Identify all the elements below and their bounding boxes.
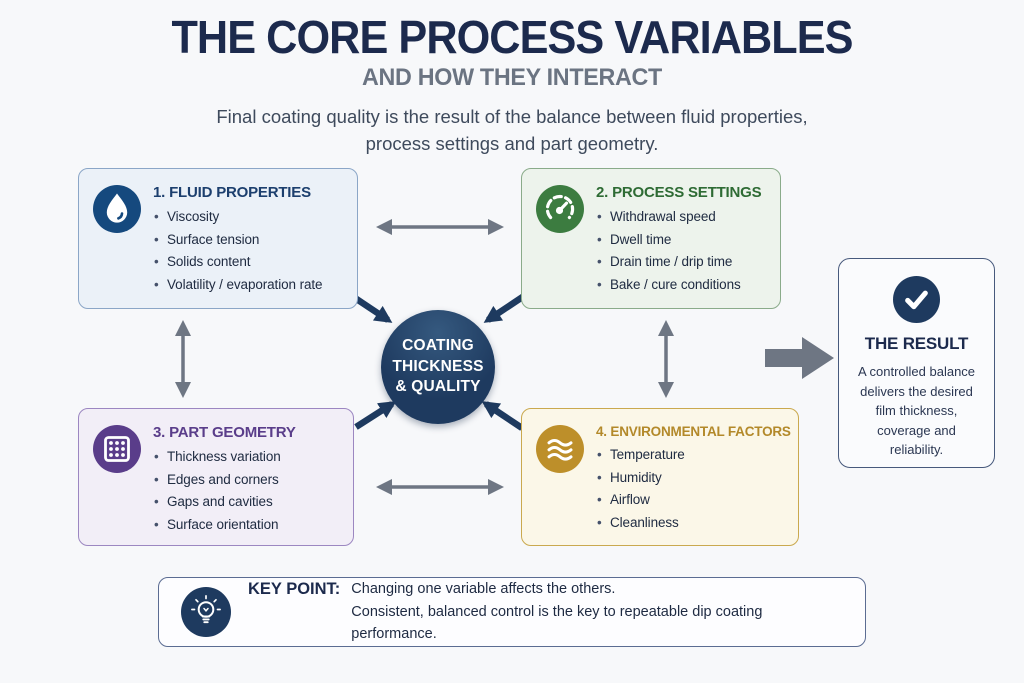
- arrow-process-to-center: [483, 293, 526, 323]
- key-point-line-2: Consistent, balanced control is the key …: [351, 603, 763, 643]
- key-point-text: Changing one variable affects the others…: [351, 578, 849, 646]
- list-item: Solids content: [153, 254, 322, 269]
- list-item: Cleanliness: [596, 515, 791, 530]
- key-point-banner: KEY POINT: Changing one variable affects…: [158, 577, 866, 647]
- list-item: Thickness variation: [153, 449, 296, 464]
- result-body: A controlled balance delivers the desire…: [857, 364, 976, 457]
- list-item: Airflow: [596, 492, 791, 507]
- key-point-label: KEY POINT:: [248, 580, 341, 599]
- list-item: Viscosity: [153, 209, 322, 224]
- list-item: Withdrawal speed: [596, 209, 761, 224]
- part-geometry-title: 3. PART GEOMETRY: [153, 424, 296, 441]
- fluid-properties-box: 1. FLUID PROPERTIES Viscosity Surface te…: [78, 168, 358, 309]
- list-item: Temperature: [596, 447, 791, 462]
- grid-square-icon: [93, 425, 141, 473]
- waves-icon: [536, 425, 584, 473]
- arrow-to-result: [765, 337, 834, 379]
- list-item: Surface tension: [153, 232, 322, 247]
- process-settings-list: Withdrawal speed Dwell time Drain time /…: [596, 209, 761, 292]
- part-geometry-box: 3. PART GEOMETRY Thickness variation Edg…: [78, 408, 354, 546]
- list-item: Edges and corners: [153, 472, 296, 487]
- lightbulb-icon: [181, 587, 231, 637]
- center-node-line: THICKNESS: [392, 357, 484, 375]
- arrow-geometry-to-center: [354, 401, 397, 430]
- center-node-line: & QUALITY: [395, 378, 481, 396]
- arrow-env-to-center: [481, 401, 524, 431]
- result-title: THE RESULT: [864, 334, 969, 353]
- list-item: Drain time / drip time: [596, 254, 761, 269]
- check-icon: [893, 276, 940, 323]
- process-settings-box: 2. PROCESS SETTINGS Withdrawal speed Dwe…: [521, 168, 781, 309]
- fluid-properties-list: Viscosity Surface tension Solids content…: [153, 209, 323, 292]
- part-geometry-list: Thickness variation Edges and corners Ga…: [153, 449, 296, 532]
- description-line-1: Final coating quality is the result of t…: [216, 106, 808, 127]
- coating-thickness-quality-node: COATING THICKNESS & QUALITY: [381, 310, 495, 424]
- list-item: Gaps and cavities: [153, 494, 296, 509]
- description-line-2: process settings and part geometry.: [365, 132, 659, 154]
- environmental-factors-title: 4. ENVIRONMENTAL FACTORS: [596, 424, 791, 439]
- environmental-factors-box: 4. ENVIRONMENTAL FACTORS Temperature Hum…: [521, 408, 799, 546]
- page-subtitle: AND HOW THEY INTERACT: [361, 64, 662, 91]
- page-description: Final coating quality is the result of t…: [0, 104, 1024, 158]
- list-item: Surface orientation: [153, 517, 296, 532]
- key-point-line-1: Changing one variable affects the others…: [351, 581, 616, 598]
- list-item: Bake / cure conditions: [596, 277, 761, 292]
- water-drop-icon: [93, 185, 141, 233]
- list-item: Humidity: [596, 470, 791, 485]
- center-node-line: COATING: [402, 337, 474, 355]
- list-item: Volatility / evaporation rate: [153, 277, 323, 292]
- arrow-fluid-to-center: [350, 293, 393, 323]
- process-settings-title: 2. PROCESS SETTINGS: [596, 184, 762, 201]
- gauge-icon: [536, 185, 584, 233]
- page-title: THE CORE PROCESS VARIABLES: [171, 11, 853, 63]
- fluid-properties-title: 1. FLUID PROPERTIES: [153, 184, 311, 201]
- result-box: THE RESULT A controlled balance delivers…: [838, 258, 995, 468]
- list-item: Dwell time: [596, 232, 761, 247]
- environmental-factors-list: Temperature Humidity Airflow Cleanliness: [596, 447, 791, 530]
